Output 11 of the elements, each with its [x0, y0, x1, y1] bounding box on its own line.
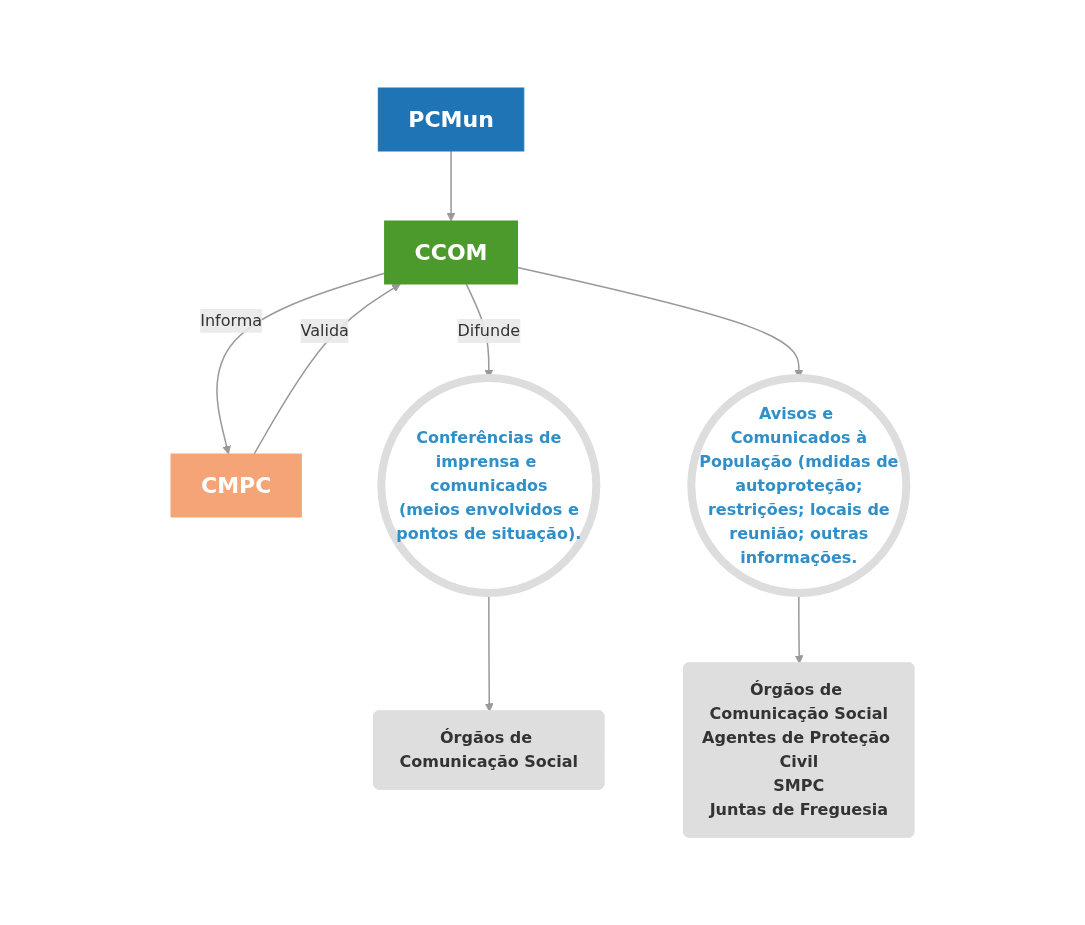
node-circle: Conferências de imprensa e comunicados (meios envolvidos e pontos de situação). [377, 374, 601, 597]
edge-label: Informa [200, 310, 263, 330]
arrow [253, 283, 401, 455]
edge-label: Valida [300, 321, 349, 340]
edge-label: Difunde [457, 321, 521, 340]
node-circle: Avisos e Comunicados à População (mdidas de autoproteção; restrições; locais de reunião; outras informações. [687, 374, 911, 597]
arrow [216, 272, 386, 455]
node-box: CMPC [170, 453, 302, 518]
node-box: CCOM [384, 220, 519, 285]
arrow [446, 150, 456, 222]
node-box: PCMun [377, 87, 525, 152]
